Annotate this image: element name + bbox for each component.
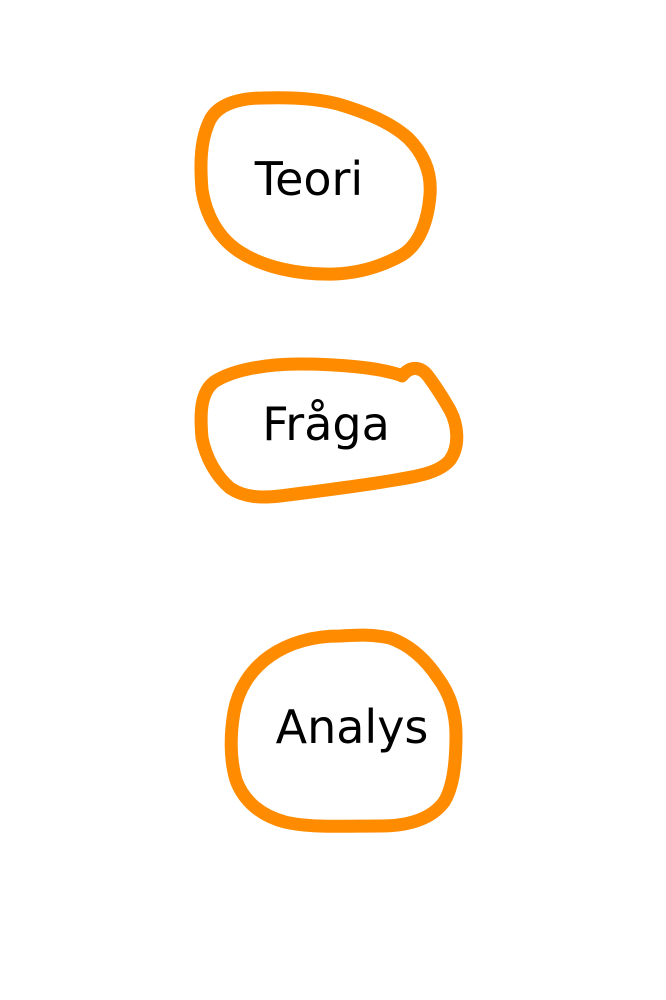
node-teori-circle xyxy=(194,91,437,281)
node-teori: Teori xyxy=(194,91,437,281)
node-analys: Analys xyxy=(224,628,463,833)
node-analys-circle xyxy=(224,628,463,833)
node-fraga-label: Fråga xyxy=(262,397,390,451)
node-fraga: Fråga xyxy=(194,357,464,504)
node-teori-label: Teori xyxy=(254,152,363,206)
node-fraga-circle xyxy=(194,357,464,504)
node-analys-label: Analys xyxy=(276,700,429,754)
